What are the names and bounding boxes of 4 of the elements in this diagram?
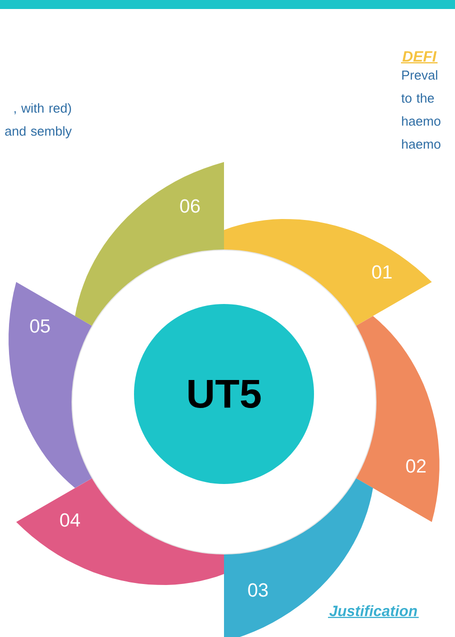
left-text: , with red) and sembly (5, 103, 72, 138)
body-text: Preval to the haemo haemo (401, 70, 440, 149)
heading: Justification (328, 605, 419, 618)
heading: DEFI (401, 51, 438, 64)
